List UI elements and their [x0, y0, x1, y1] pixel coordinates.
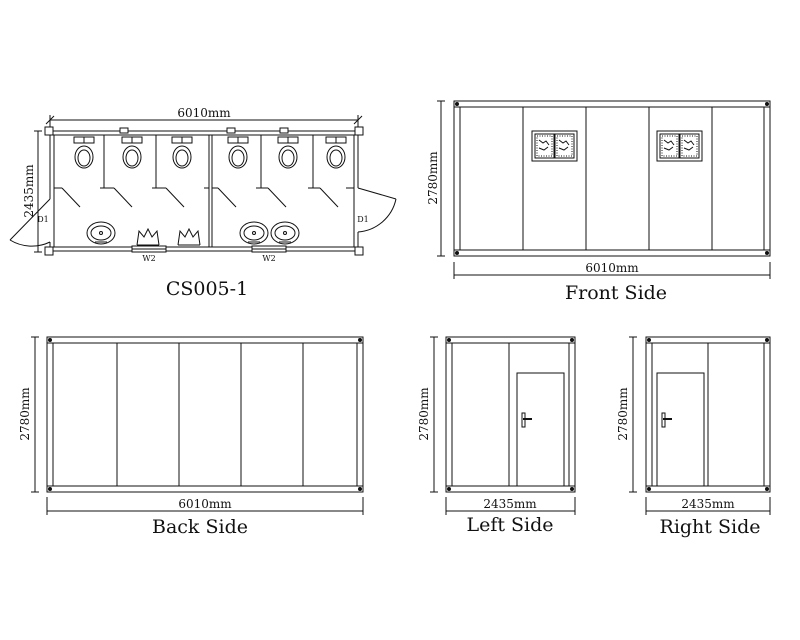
front-height-label: 2780mm — [426, 151, 440, 205]
front-caption: Front Side — [565, 282, 667, 304]
urinal-icon — [178, 229, 200, 245]
window-icon — [657, 131, 702, 161]
left-window-tag: W2 — [142, 254, 155, 263]
window-icon — [532, 131, 577, 161]
back-caption: Back Side — [152, 516, 248, 538]
back-height-label: 2780mm — [18, 387, 32, 441]
right-window-tag: W2 — [262, 254, 275, 263]
toilet-icon — [278, 137, 298, 168]
toilet-icon — [326, 137, 346, 168]
toilet-icon — [74, 137, 94, 168]
floor-plan — [10, 115, 396, 255]
left-height-label: 2780mm — [417, 387, 431, 441]
door-handle-icon — [522, 413, 532, 427]
washbasin-icon — [240, 222, 268, 244]
left-width-label: 2435mm — [483, 497, 537, 511]
left-door-tag: D1 — [37, 215, 49, 224]
plan-depth-label: 2435mm — [22, 164, 36, 218]
back-elevation — [31, 337, 363, 515]
plan-caption: CS005-1 — [166, 278, 248, 300]
urinal-icon — [137, 229, 159, 245]
right-width-label: 2435mm — [681, 497, 735, 511]
plan-width-label: 6010mm — [177, 106, 231, 120]
washbasin-icon — [271, 222, 299, 244]
right-height-label: 2780mm — [616, 387, 630, 441]
left-elevation — [430, 337, 575, 515]
toilet-icon — [122, 137, 142, 168]
toilet-icon — [172, 137, 192, 168]
front-width-label: 6010mm — [585, 261, 639, 275]
left-caption: Left Side — [466, 514, 553, 536]
right-caption: Right Side — [660, 516, 761, 538]
right-door-tag: D1 — [357, 215, 369, 224]
washbasin-icon — [87, 222, 115, 244]
door-handle-icon — [662, 413, 672, 427]
toilet-icon — [228, 137, 248, 168]
right-elevation — [629, 337, 770, 515]
front-elevation — [437, 101, 770, 279]
back-width-label: 6010mm — [178, 497, 232, 511]
